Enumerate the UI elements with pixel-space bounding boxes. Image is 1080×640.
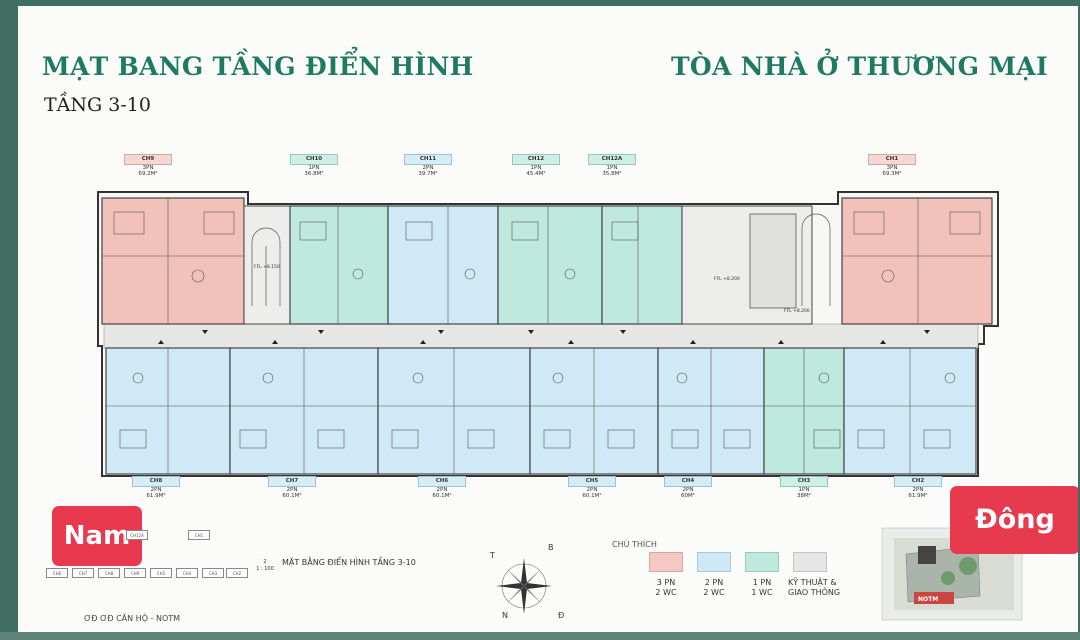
keyplan-cell: CH7 <box>72 568 94 578</box>
interior-details <box>102 198 992 474</box>
east-direction-badge: Đông <box>950 486 1078 554</box>
keyplan-cell: CH6 <box>46 568 68 578</box>
compass-letter-d: Đ <box>558 611 564 620</box>
keyplan-cell: CH2 <box>226 568 248 578</box>
legend-swatch-blue <box>697 552 731 572</box>
building-title: TÒA NHÀ Ở THƯƠNG MẠI <box>670 52 1048 81</box>
keyplan-cell: CH4 <box>176 568 198 578</box>
elevator-core <box>749 213 797 309</box>
corridor <box>103 323 979 349</box>
legend-item-technical: KỸ THUẬT &GIAO THÔNG <box>788 552 840 598</box>
unit-ch12-area <box>497 205 603 325</box>
stair-right <box>801 213 831 306</box>
legend-swatch-pink <box>649 552 683 572</box>
footer-text: ƠĐ ƠĐ CĂN HỘ - NOTM <box>84 614 181 623</box>
keyplan-cell: CH12A <box>126 530 148 540</box>
ffl-label-left: FFL +8.150 <box>254 264 280 270</box>
unit-ch1-area <box>841 197 993 325</box>
keyplan-cell: CH5 <box>150 568 172 578</box>
compass-letter-n: N <box>502 611 508 620</box>
keyplan-cell: CH8 <box>98 568 120 578</box>
floor-range-subtitle: TẦNG 3-10 <box>44 94 151 116</box>
site-label: NOTM <box>918 596 938 603</box>
unit-ch12a-area <box>601 205 683 325</box>
floor-plan-sheet: MẠT BANG TẦNG ĐIỂN HÌNH TÒA NHÀ Ở THƯƠNG… <box>18 6 1078 632</box>
stair-left <box>251 227 281 306</box>
keyplan-cell: CH1 <box>188 530 210 540</box>
keyplan-cell: CH9 <box>124 568 146 578</box>
compass-letter-b: B <box>548 543 554 552</box>
entry-arrows <box>158 330 930 344</box>
floor-plan-drawing: FFL +8.150 FFL +8.200 FFL +8.200 T B Đ N <box>97 191 1023 621</box>
keyplan-cell: CH3 <box>202 568 224 578</box>
ffl-label-mid: FFL +8.200 <box>714 276 740 282</box>
unit-ch9-area <box>101 197 245 325</box>
legend-swatch-green <box>745 552 779 572</box>
legend-title: CHÚ THÍCH <box>612 540 657 549</box>
unit-ch11-area <box>387 205 499 325</box>
legend-swatch-gray <box>793 552 827 572</box>
unit-ch10-area <box>289 205 389 325</box>
plan-caption: MẶT BẰNG ĐIỂN HÌNH TẦNG 3-10 <box>282 558 416 567</box>
background-edge <box>0 632 1080 640</box>
ffl-label-right: FFL +8.200 <box>784 308 810 314</box>
compass-rose <box>496 558 552 614</box>
page-title: MẠT BANG TẦNG ĐIỂN HÌNH <box>42 52 474 81</box>
compass-letter-t: T <box>489 551 495 560</box>
